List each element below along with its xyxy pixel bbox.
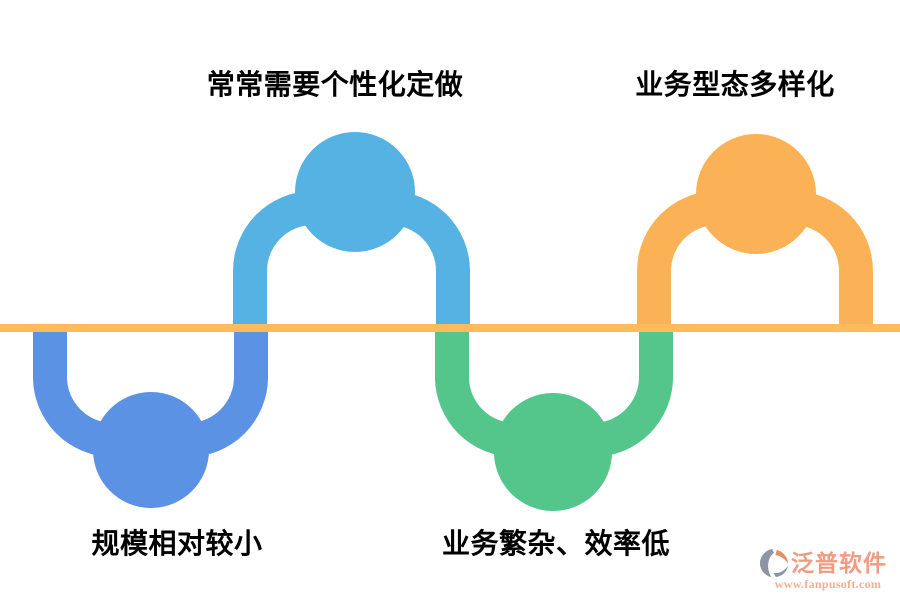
brand-name: 泛普软件 [791, 549, 887, 576]
node-label-personalization: 常常需要个性化定做 [206, 69, 464, 100]
node-circle-complex-inefficient [494, 393, 612, 511]
node-circle-business-variety [696, 134, 816, 254]
node-circle-small-scale [93, 392, 209, 508]
brand-logo: 泛普软件 www.fanpusoft.com [759, 548, 897, 592]
brand-url: www.fanpusoft.com [774, 577, 882, 591]
node-circle-personalization [295, 132, 415, 252]
baseline-rule [0, 324, 900, 332]
node-label-business-variety: 业务型态多样化 [635, 69, 835, 100]
fanpu-logo-icon [759, 548, 789, 578]
node-label-small-scale: 规模相对较小 [91, 528, 263, 559]
node-label-complex-inefficient: 业务繁杂、效率低 [441, 528, 671, 559]
